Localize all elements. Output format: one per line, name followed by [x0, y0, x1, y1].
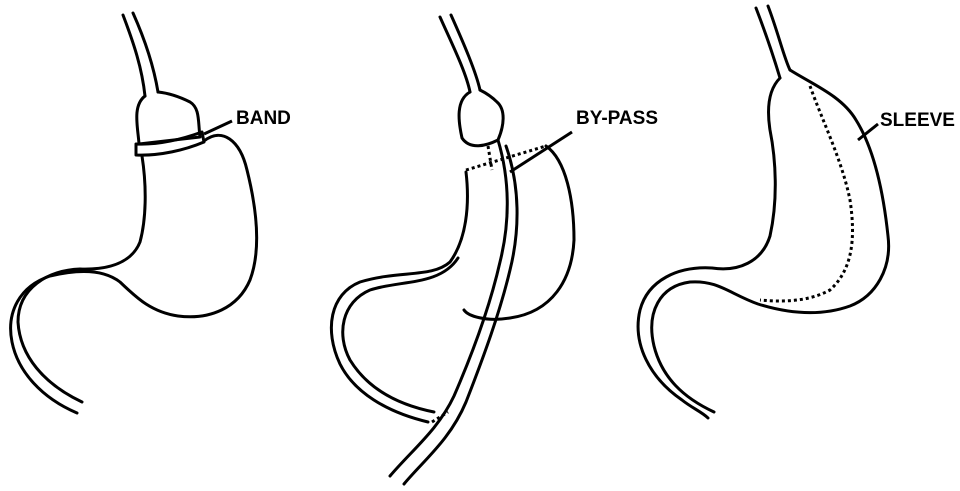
- bypass-roux-limb-left: [390, 140, 507, 476]
- sleeve-stomach-figure: [638, 6, 889, 418]
- bypass-small-pouch: [459, 90, 503, 146]
- band-label: BAND: [236, 108, 291, 129]
- sleeve-esophagus-right-wall: [768, 6, 790, 70]
- bypass-pouch-dotted-outlet: [488, 146, 492, 170]
- sleeve-label: SLEEVE: [880, 110, 955, 131]
- bypass-label: BY-PASS: [576, 108, 658, 129]
- band-lower-stomach-inner: [18, 156, 145, 402]
- band-lower-stomach: [11, 135, 257, 413]
- gastric-band: [136, 132, 204, 155]
- bypass-esophagus-left-wall: [440, 17, 470, 92]
- bypass-remnant-left-wall: [331, 172, 467, 422]
- band-esophagus-left-wall: [123, 15, 145, 96]
- bypass-roux-limb-right: [404, 146, 517, 484]
- sleeve-stomach-inner-curve: [638, 78, 780, 418]
- bypass-stomach-figure: [331, 15, 574, 484]
- sleeve-esophagus-left-wall: [756, 8, 780, 78]
- bypass-remnant-stomach: [464, 146, 574, 319]
- band-stomach-figure: [11, 13, 257, 413]
- band-leader-line: [204, 121, 232, 134]
